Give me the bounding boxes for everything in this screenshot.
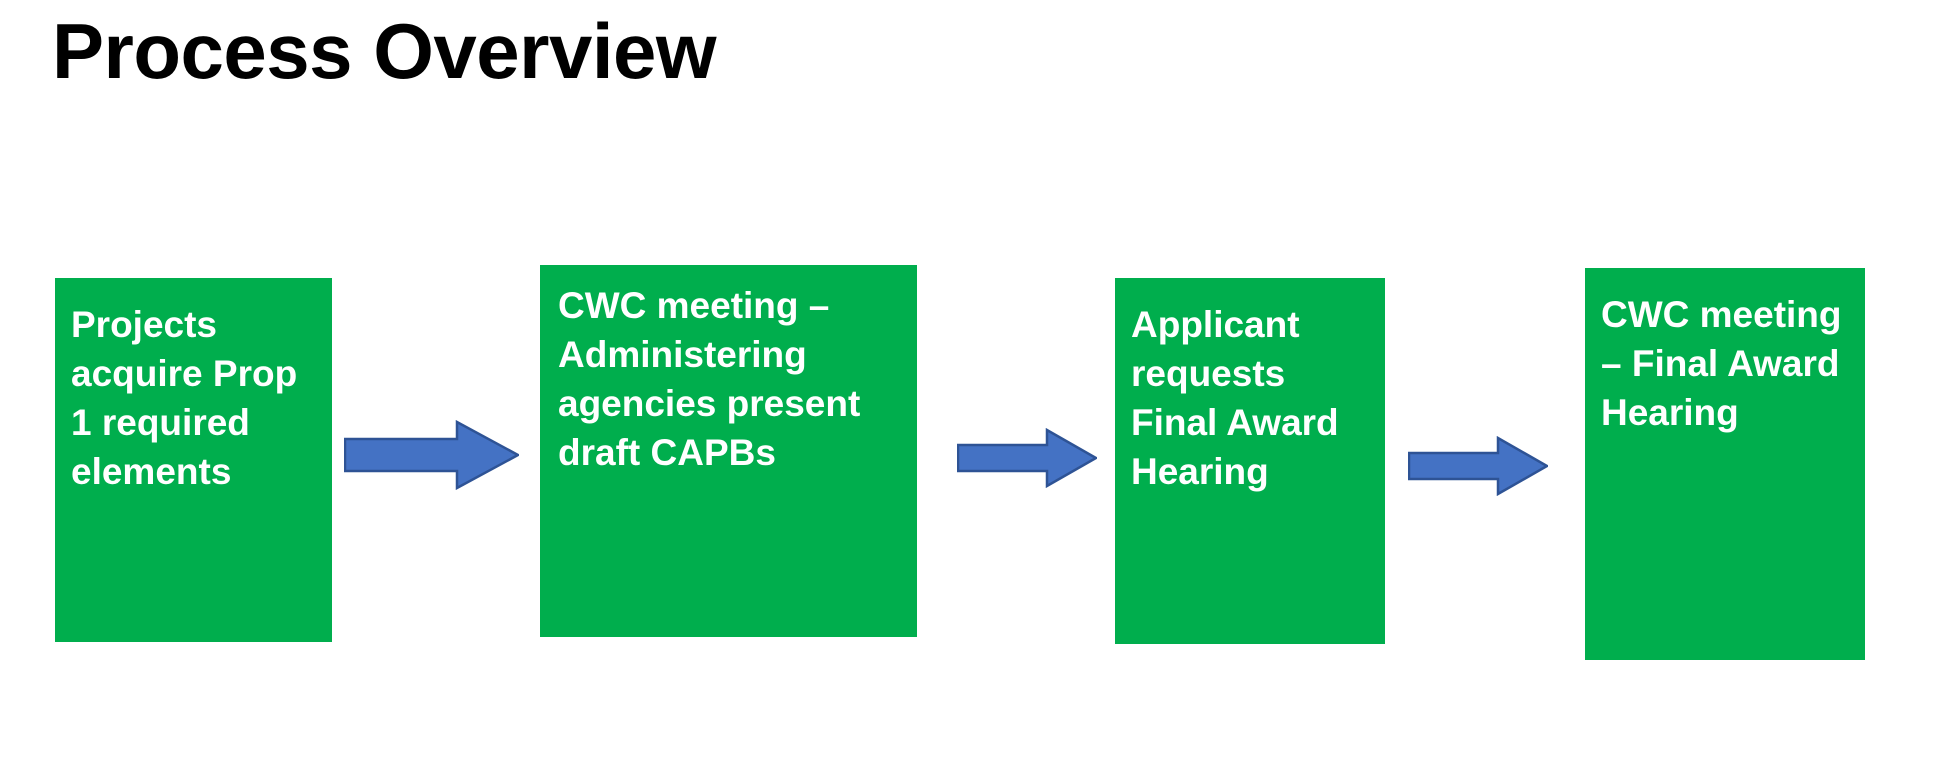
right-arrow-glyph-1 — [344, 420, 519, 490]
process-step-3-label: Applicant requests Final Award Hearing — [1131, 304, 1339, 492]
right-arrow-glyph-3 — [1408, 436, 1548, 496]
process-step-2[interactable]: CWC meeting – Administering agencies pre… — [540, 265, 917, 637]
right-arrow-glyph-2 — [957, 428, 1097, 488]
process-step-2-label: CWC meeting – Administering agencies pre… — [558, 285, 861, 473]
process-step-4-label: CWC meeting – Final Award Hearing — [1601, 294, 1842, 433]
process-step-4[interactable]: CWC meeting – Final Award Hearing — [1585, 268, 1865, 660]
right-arrow-icon-2 — [957, 428, 1097, 488]
right-arrow-icon-3 — [1408, 436, 1548, 496]
process-step-1[interactable]: Projects acquire Prop 1 required element… — [55, 278, 332, 642]
right-arrow-icon-1 — [344, 420, 519, 490]
process-step-1-label: Projects acquire Prop 1 required element… — [71, 304, 298, 492]
process-step-3[interactable]: Applicant requests Final Award Hearing — [1115, 278, 1385, 644]
page-title: Process Overview — [52, 7, 717, 95]
